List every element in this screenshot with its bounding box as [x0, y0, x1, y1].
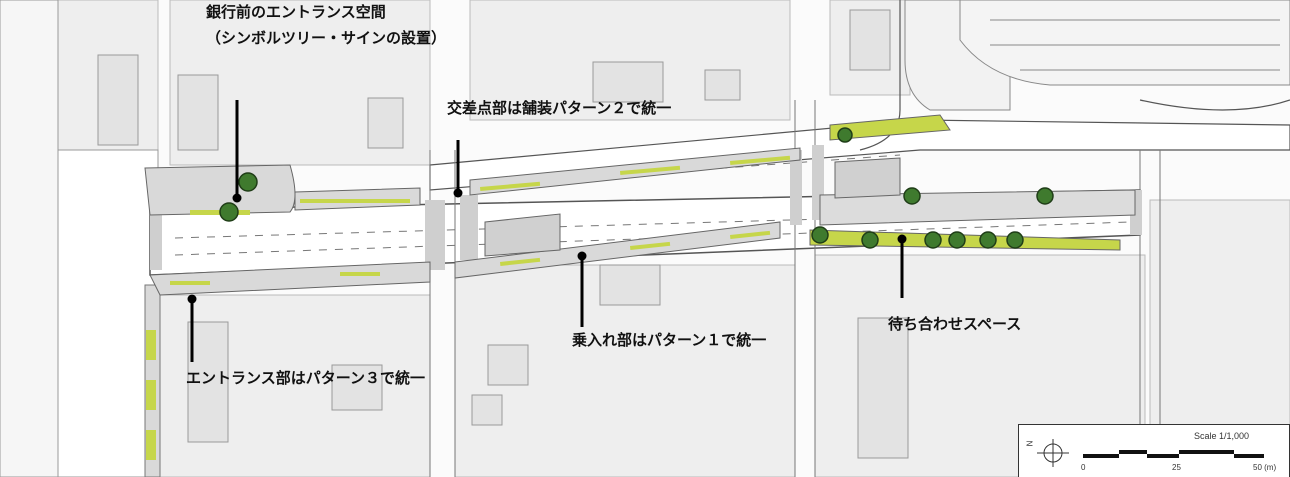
- leader-lines: [190, 100, 904, 362]
- boarding-paving-label: 乗入れ部はパターン１で統一: [572, 331, 767, 349]
- parking-lot: [904, 0, 1290, 111]
- bank-entrance-label-line1: 銀行前のエントランス空間: [206, 3, 386, 21]
- scale-bar: N Scale 1/1,000 0 25 50 (m): [1018, 424, 1290, 477]
- intersection-paving-label: 交差点部は舗装パターン２で統一: [447, 99, 672, 117]
- scale-tick-0: 0: [1081, 463, 1086, 472]
- waiting-space-label: 待ち合わせスペース: [888, 315, 1022, 333]
- scale-title: Scale 1/1,000: [1193, 431, 1249, 441]
- leader-dots: [187, 188, 907, 304]
- entrance-paving-label: エントランス部はパターン３で統一: [186, 369, 425, 387]
- crosswalks: [150, 145, 1142, 270]
- bank-entrance-label-line2: （シンボルツリー・サインの設置）: [206, 29, 447, 47]
- trees: [219, 127, 1054, 249]
- scale-tick-25: 25: [1172, 463, 1181, 472]
- north-arrow-label: N: [1025, 440, 1035, 447]
- scale-tick-50: 50 (m): [1253, 463, 1277, 472]
- sidewalks: [144, 114, 1136, 296]
- vertical-road-left: [0, 0, 161, 477]
- scale-graphic: [1037, 439, 1264, 467]
- green-paving-strips: [170, 155, 791, 285]
